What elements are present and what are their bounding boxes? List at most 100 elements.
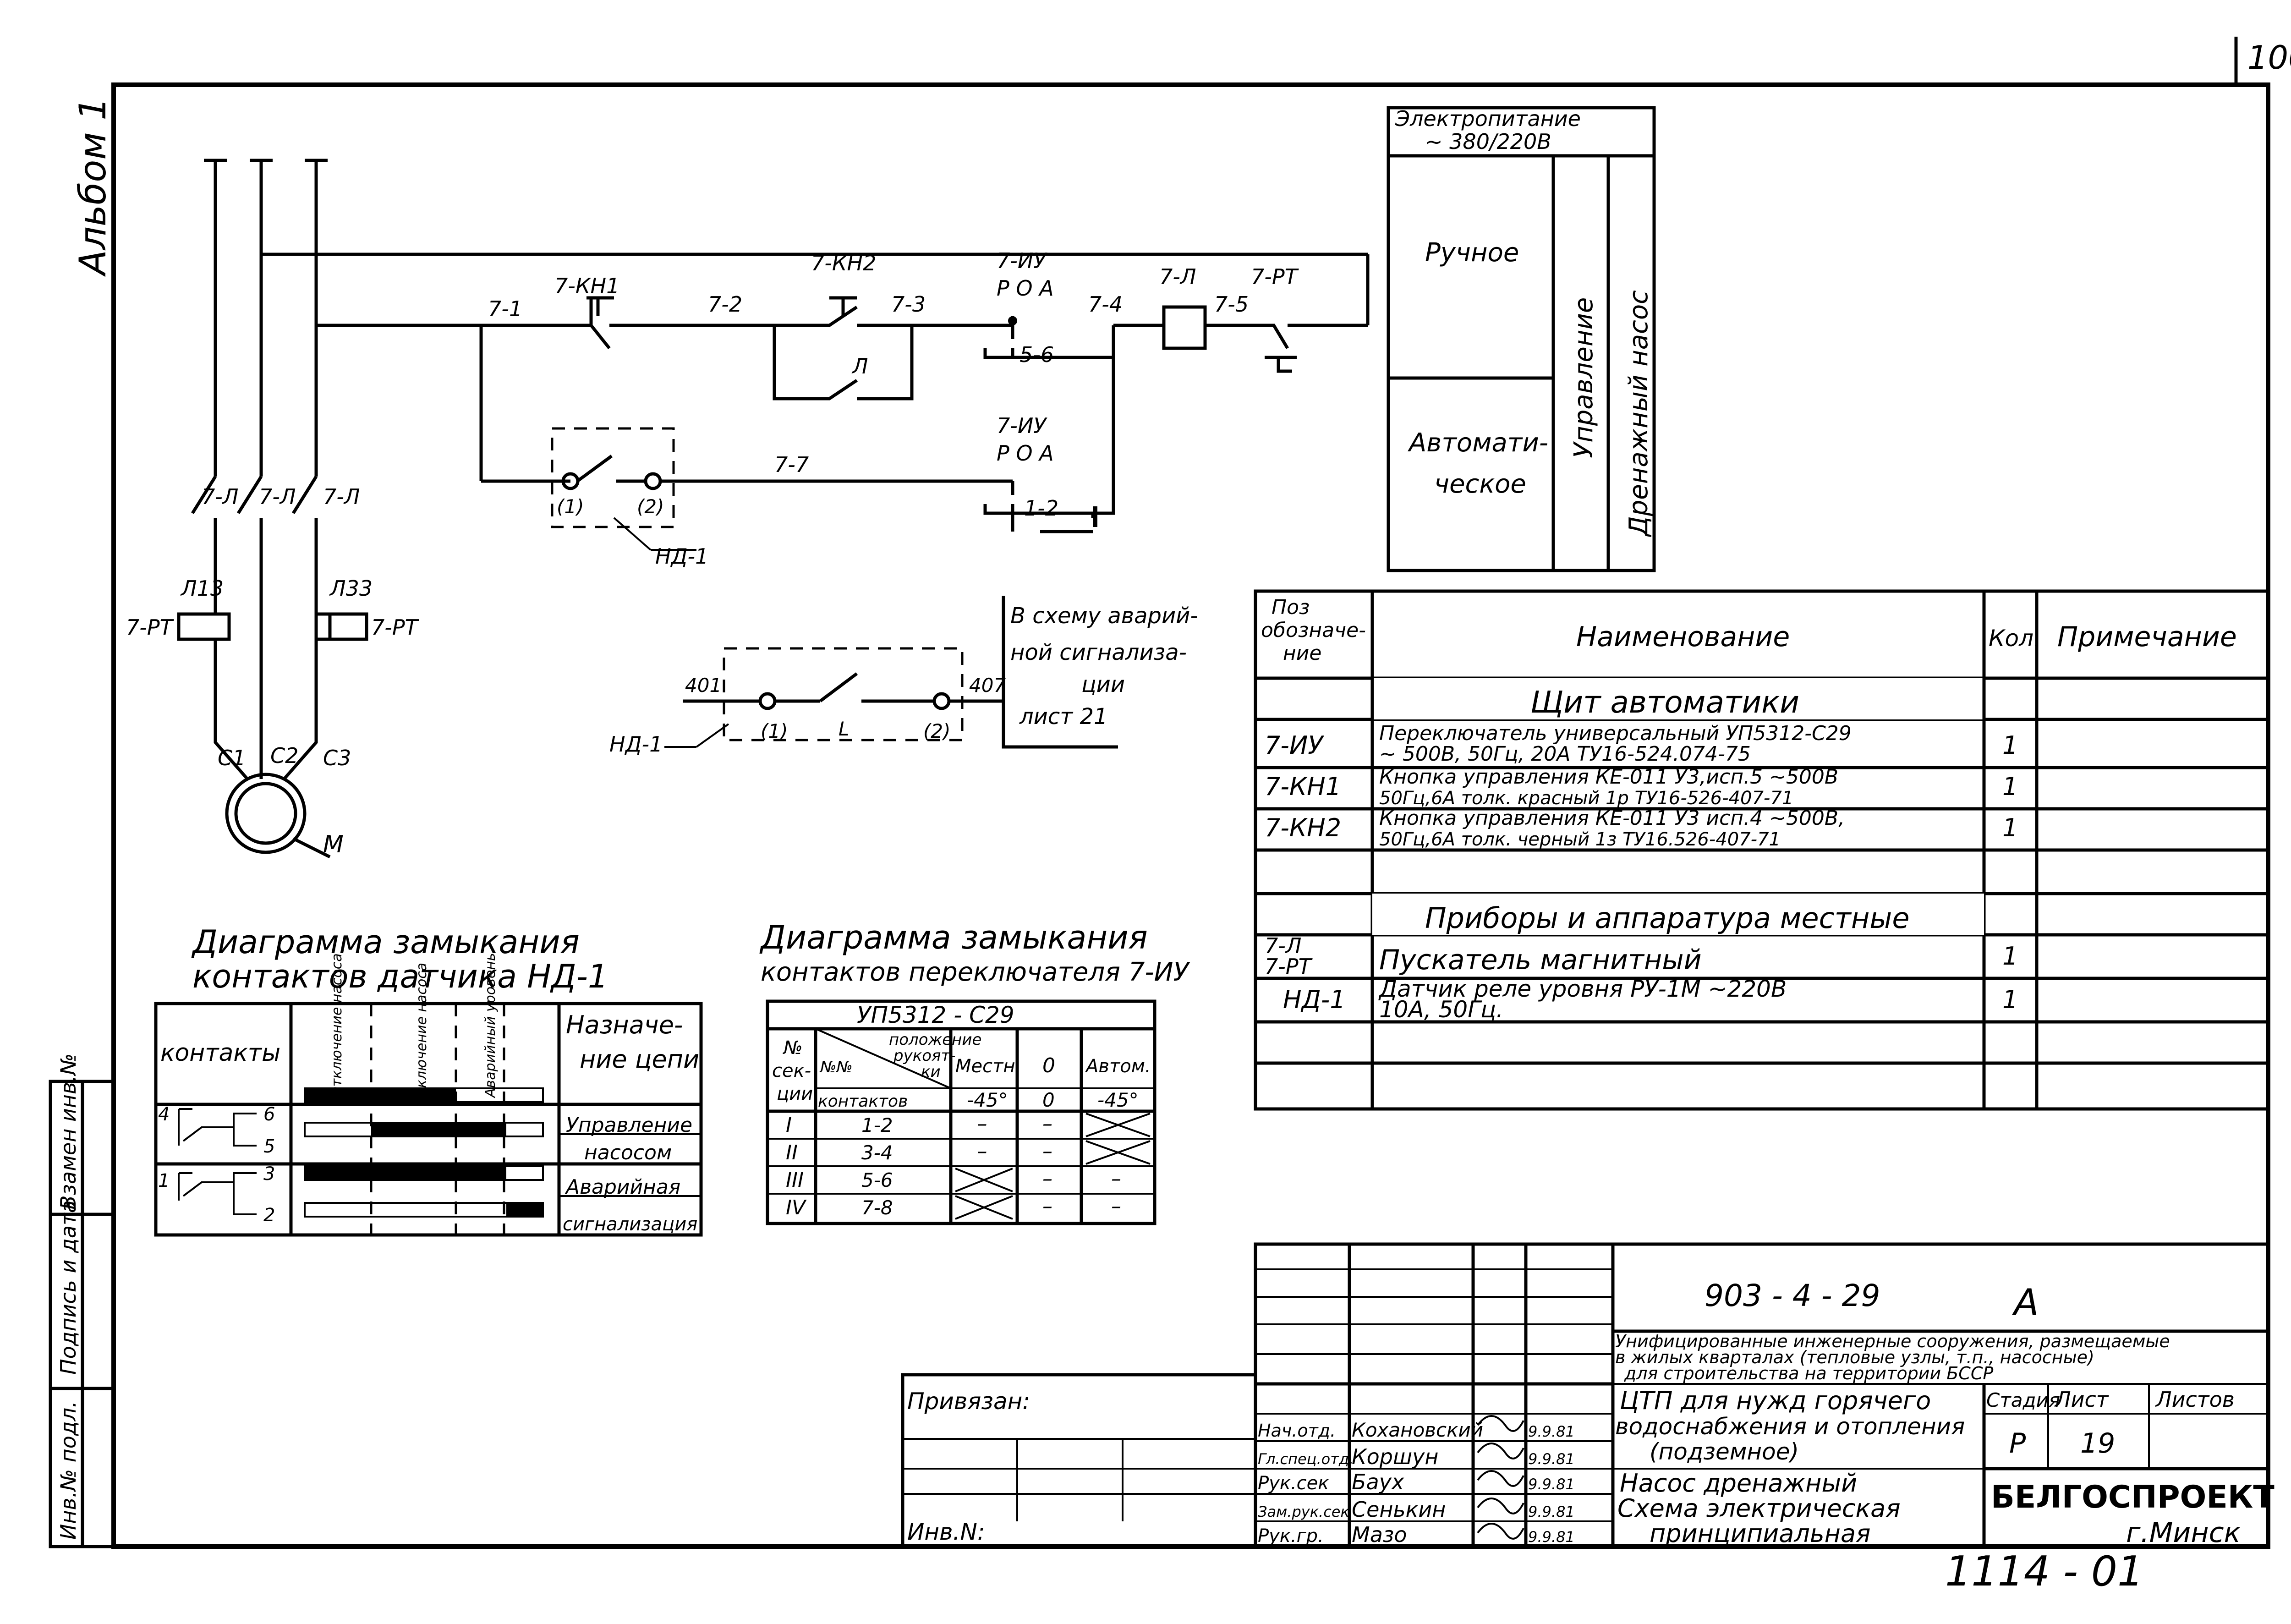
parts-h-qty: Кол. — [1989, 625, 2041, 652]
nd1-term1: (1) — [557, 495, 584, 518]
side-inv-orig: Инв.№ подл. — [56, 1401, 81, 1540]
alarm-nd1: НД-1 — [609, 732, 663, 757]
switch-cell-closed-mark: – — [977, 1112, 987, 1136]
parts-row4-name-1: Пускатель магнитный — [1379, 944, 1702, 976]
mode-auto-2: ческое — [1434, 469, 1526, 499]
parts-row1-name-2: ~ 500В, 50Гц, 20А ТУ16-524.074-75 — [1379, 742, 1751, 766]
switch-row-section: I — [786, 1114, 792, 1137]
parts-row4-qty: 1 — [2002, 942, 2018, 971]
parts-row5-name-1: Датчик реле уровня РУ-1М ~220В — [1378, 976, 1787, 1002]
sensor-row1-purpose-2: насосом — [584, 1141, 672, 1164]
signer-4-name: Сенькин — [1352, 1497, 1446, 1522]
stage-header: Стадия — [1986, 1389, 2060, 1411]
wire-7-1: 7-1 — [488, 296, 522, 321]
switch-row-contacts: 5-6 — [861, 1169, 893, 1191]
wire-7-2: 7-2 — [708, 292, 742, 317]
uy-bot-label-2: Р О А — [997, 441, 1054, 466]
switch-row-section: IV — [786, 1196, 807, 1219]
signer-5-role: Рук.гр. — [1258, 1525, 1324, 1547]
nd1-term2: (2) — [637, 495, 664, 518]
alarm-l: L — [839, 718, 849, 740]
switch-h-section-1: № — [783, 1037, 803, 1059]
drawing-2: Схема электрическая — [1617, 1494, 1901, 1523]
relay-rt-label: 7-РТ — [1251, 264, 1299, 289]
switch-a-zero: 0 — [1042, 1089, 1055, 1111]
switch-cell-closed-mark: – — [1042, 1167, 1052, 1191]
parts-row3-pos: 7-КН2 — [1265, 813, 1341, 842]
signer-1-name: Кохановский — [1352, 1419, 1483, 1441]
parts-row3-name-1: Кнопка управления КЕ-011 У3 исп.4 ~500В, — [1379, 807, 1845, 830]
sensor-row1-purpose-1: Управление — [566, 1114, 692, 1137]
alarm-note-1: В схему аварий- — [1010, 603, 1198, 629]
switch-cell-closed-mark: – — [1042, 1112, 1052, 1136]
parts-h-name: Наименование — [1576, 621, 1790, 653]
sheet-frame — [111, 82, 2270, 1549]
signer-4-date: 9.9.81 — [1528, 1503, 1575, 1520]
uy-bot-label-1: 7-ИУ — [997, 413, 1047, 438]
l-contact-label: Л — [851, 354, 868, 379]
uy-bot-contact: 1-2 — [1024, 496, 1058, 521]
sensor-pin-2: 2 — [263, 1205, 275, 1226]
c2-label: С2 — [270, 743, 298, 768]
switch-h-section-2: сек- — [772, 1060, 811, 1081]
parts-row2-name-2: 50Гц,6А толк. красный 1р ТУ16-526-407-71 — [1379, 788, 1793, 809]
signature-5 — [1477, 1523, 1524, 1540]
drawing-3: принципиальная — [1650, 1519, 1871, 1548]
signer-3-role: Рук.сек — [1258, 1473, 1329, 1494]
org-desc-1: Унифицированные инженерные сооружения, р… — [1615, 1331, 2170, 1351]
switch-cell-closed-mark: – — [1111, 1195, 1121, 1218]
alarm-term1: (1) — [761, 720, 788, 742]
c1-label: С1 — [218, 746, 246, 770]
mode-auto-1: Автомати- — [1408, 428, 1548, 458]
uy-top-label-1: 7-ИУ — [997, 248, 1047, 273]
alarm-note-3: ции — [1081, 672, 1125, 697]
company-city: г.Минск — [2126, 1517, 2241, 1549]
switch-row-contacts: 3-4 — [861, 1141, 893, 1164]
alarm-note-4: лист 21 — [1019, 704, 1108, 730]
wire-7-3: 7-3 — [891, 292, 926, 317]
switch-row-contacts: 1-2 — [861, 1114, 893, 1136]
alarm-401: 401 — [685, 674, 722, 697]
parts-section-1: Щит автоматики — [1530, 685, 1799, 720]
switch-h-position-2: рукоят- — [893, 1047, 956, 1065]
sensor-col-contacts: контакты — [160, 1039, 280, 1067]
rt-left-label: 7-РТ — [126, 615, 175, 640]
motor-label: М — [323, 831, 344, 858]
wire-7-4: 7-4 — [1088, 292, 1123, 317]
switch-cell-open-mark — [955, 1195, 1013, 1220]
signer-5-date: 9.9.81 — [1528, 1528, 1575, 1546]
switch-h-contacts: контактов — [818, 1092, 908, 1111]
control-circuit: 7-1 7-2 7-3 7-4 7-5 7-7 7-КН1 7-КН2 7-ИУ… — [261, 248, 1370, 569]
parts-row5-pos: НД-1 — [1283, 985, 1346, 1014]
sensor-pin-1: 1 — [158, 1170, 170, 1191]
parts-list: Поз обозначе- ние Наименование Кол. Прим… — [1254, 589, 2270, 1111]
switch-a-auto: -45° — [1097, 1089, 1139, 1111]
motor-switch-1: 7-Л — [202, 484, 238, 509]
parts-h-note: Примечание — [2057, 621, 2237, 653]
side-sign-date: Подпись и дата — [56, 1200, 81, 1375]
alarm-407: 407 — [969, 674, 1006, 697]
stage-value: Р — [2009, 1427, 2026, 1459]
inv-no-label: Инв.N: — [907, 1519, 985, 1545]
sensor-title-1: Диаграмма замыкания — [191, 923, 580, 961]
signer-2-date: 9.9.81 — [1528, 1450, 1575, 1468]
signature-1 — [1477, 1415, 1524, 1432]
switch-cell-closed-mark: – — [977, 1140, 987, 1163]
wire-7-5: 7-5 — [1214, 292, 1249, 317]
signer-1-role: Нач.отд. — [1258, 1421, 1336, 1441]
power-panel: Электропитание ~ 380/220В Ручное Автомат… — [1387, 106, 1656, 572]
pump-label: Дренажный насос — [1624, 290, 1654, 538]
sheets-header: Листов — [2155, 1387, 2235, 1412]
sensor-title-2: контактов датчика НД-1 — [192, 958, 608, 995]
sensor-col-purpose-1: Назначе- — [566, 1010, 683, 1039]
mode-manual: Ручное — [1425, 238, 1519, 268]
sheet-code: 903 - 4 - 29 — [1705, 1278, 1880, 1313]
signature-2 — [1477, 1443, 1524, 1459]
alarm-term2: (2) — [923, 720, 951, 742]
switch-cell-closed-mark: – — [1042, 1195, 1052, 1218]
album-label: Альбом 1 — [71, 97, 114, 277]
signers: Нач.отд. Кохановский 9.9.81 Гл.спец.отд.… — [1258, 1415, 1575, 1547]
switch-title-2: контактов переключателя 7-ИУ — [761, 957, 1190, 987]
switch-row-section: III — [786, 1169, 804, 1192]
